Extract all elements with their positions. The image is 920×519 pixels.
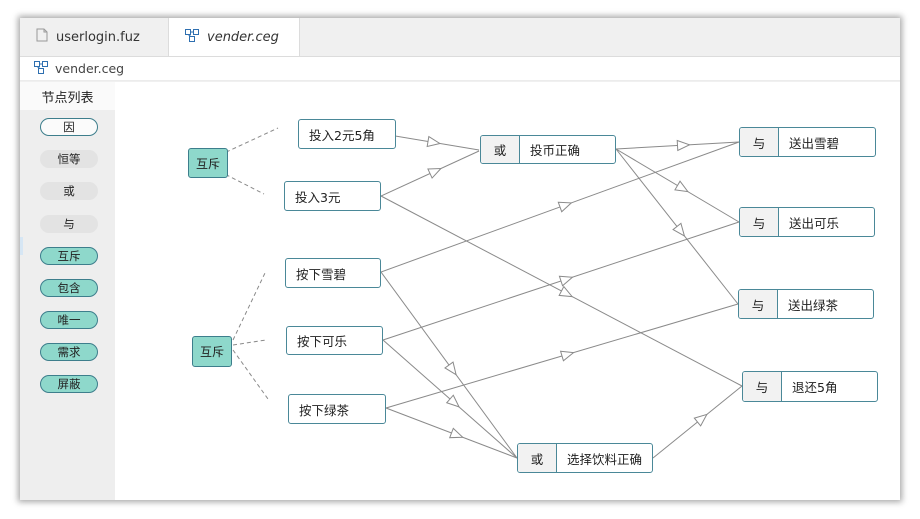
app-window: userlogin.fuz vender.ceg vender.ceg 节点列表… [20, 18, 900, 500]
tab-bar: userlogin.fuz vender.ceg [20, 18, 900, 57]
palette-item-exclusive[interactable]: 互斥 [40, 247, 98, 265]
palette-item-or[interactable]: 或 [40, 182, 98, 200]
palette-item-requires[interactable]: 需求 [40, 343, 98, 361]
effect-node[interactable]: 与 送出绿茶 [738, 289, 874, 319]
cause-node[interactable]: 按下可乐 [286, 326, 383, 355]
effect-node[interactable]: 与 送出雪碧 [739, 127, 876, 157]
cause-node[interactable]: 按下雪碧 [285, 258, 381, 288]
node-operator: 与 [740, 208, 779, 236]
node-label: 选择饮料正确 [567, 451, 643, 467]
graph-icon [34, 60, 48, 77]
edge-arrowheads [426, 135, 708, 439]
node-label: 退还5角 [792, 380, 838, 395]
tab-userlogin[interactable]: userlogin.fuz [20, 18, 168, 56]
palette-selection-marker [20, 237, 23, 255]
node-operator: 或 [518, 444, 557, 472]
effect-node[interactable]: 与 送出可乐 [739, 207, 875, 237]
tab-label: userlogin.fuz [56, 29, 140, 45]
intermediate-node[interactable]: 或 投币正确 [480, 135, 616, 164]
node-operator: 与 [743, 372, 782, 401]
node-label: 送出绿茶 [788, 297, 839, 313]
palette-title: 节点列表 [20, 82, 115, 110]
cause-node[interactable]: 投入3元 [284, 181, 381, 211]
graph-canvas[interactable]: 互斥 互斥 投入2元5角 投入3元 按下雪碧 按下可乐 按下绿茶 或 投币正确 … [115, 82, 900, 500]
node-operator: 与 [739, 290, 778, 318]
node-palette: 节点列表 因 恒等 或 与 互斥 包含 唯一 需求 屏蔽 [20, 82, 115, 500]
palette-item-cause[interactable]: 因 [40, 118, 98, 136]
graph-icon [185, 28, 199, 46]
breadcrumb-label: vender.ceg [55, 61, 125, 76]
file-icon [36, 28, 48, 46]
constraint-node-exclusive-2[interactable]: 互斥 [192, 336, 232, 367]
node-operator: 或 [481, 136, 520, 163]
node-label: 投币正确 [530, 143, 581, 158]
cause-node[interactable]: 按下绿茶 [288, 394, 386, 424]
palette-item-one-only[interactable]: 唯一 [40, 311, 98, 329]
palette-item-masks[interactable]: 屏蔽 [40, 375, 98, 393]
palette-item-and[interactable]: 与 [40, 215, 98, 233]
palette-item-identity[interactable]: 恒等 [40, 150, 98, 168]
node-label: 送出雪碧 [789, 135, 840, 151]
constraint-node-exclusive-1[interactable]: 互斥 [188, 148, 228, 178]
effect-node[interactable]: 与 退还5角 [742, 371, 878, 402]
node-operator: 与 [740, 128, 779, 156]
node-label: 送出可乐 [789, 215, 840, 231]
graph-edges [206, 127, 743, 459]
breadcrumb: vender.ceg [20, 57, 900, 81]
tab-vender[interactable]: vender.ceg [168, 18, 300, 56]
cause-node[interactable]: 投入2元5角 [298, 119, 396, 149]
palette-item-inclusive[interactable]: 包含 [40, 279, 98, 297]
tab-label: vender.ceg [207, 29, 279, 45]
intermediate-node[interactable]: 或 选择饮料正确 [517, 443, 653, 473]
